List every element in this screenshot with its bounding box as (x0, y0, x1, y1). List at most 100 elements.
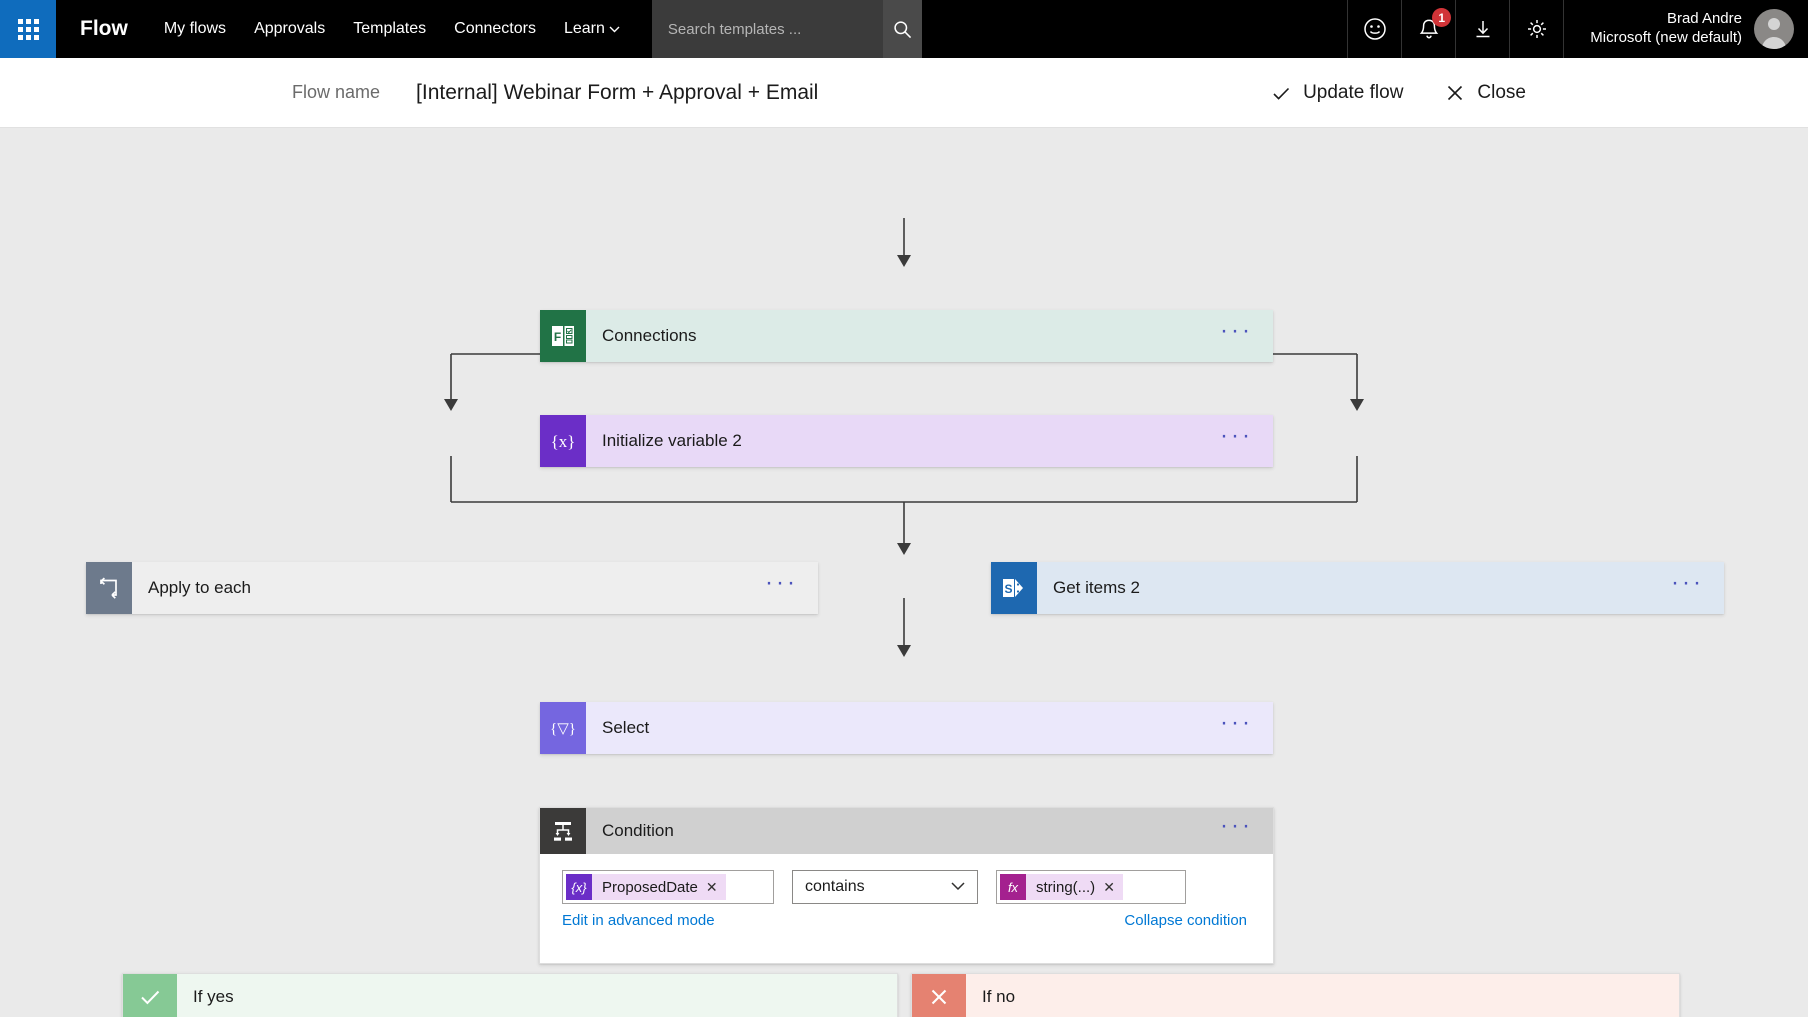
condition-left-operand[interactable]: {x} ProposedDate ✕ (562, 870, 774, 904)
node-title: Select (602, 718, 650, 737)
condition-control-icon (540, 808, 586, 854)
search-button[interactable] (882, 0, 922, 58)
data-operation-select-icon: {▽} (540, 702, 586, 754)
node-menu-button[interactable]: ··· (1220, 812, 1253, 839)
node-select[interactable]: {▽} Select ··· (540, 702, 1273, 754)
loop-apply-to-each-icon (86, 562, 132, 614)
condition-expression-row: {x} ProposedDate ✕ contains fx string(..… (540, 854, 1273, 904)
svg-text:S: S (1004, 582, 1012, 596)
nav-item-my-flows[interactable]: My flows (150, 0, 240, 58)
operator-value: contains (805, 878, 865, 895)
check-icon (1271, 83, 1291, 103)
if-yes-header: If yes (123, 974, 897, 1017)
flow-name-value[interactable]: [Internal] Webinar Form + Approval + Ema… (416, 80, 819, 104)
node-select-body: Select ··· (586, 702, 1273, 754)
variable-braces-x-icon: {x} (540, 415, 586, 467)
node-menu-button[interactable]: ··· (1220, 422, 1253, 449)
node-title: Connections (602, 326, 697, 345)
chevron-down-icon (609, 24, 620, 36)
flow-name-label: Flow name (292, 82, 381, 102)
user-account-menu[interactable]: Brad Andre Microsoft (new default) (1563, 0, 1808, 58)
avatar (1754, 9, 1794, 49)
close-icon (1445, 83, 1465, 103)
branch-if-no[interactable]: If no Start an approval ··· (911, 973, 1680, 1017)
nav-label: Approvals (254, 20, 326, 37)
node-title: Condition (602, 821, 674, 840)
node-menu-button[interactable]: ··· (1220, 709, 1253, 736)
download-button[interactable] (1455, 0, 1509, 58)
flow-designer-canvas[interactable]: F Connections ··· {x} Initialize variabl… (0, 128, 1808, 1017)
cross-icon (912, 974, 966, 1017)
user-avatar-icon (1762, 18, 1786, 49)
node-initialize-variable[interactable]: {x} Initialize variable 2 ··· (540, 415, 1273, 467)
nav-action-icons: 1 (1347, 0, 1563, 58)
download-icon (1476, 21, 1490, 38)
user-info: Brad Andre Microsoft (new default) (1590, 10, 1742, 48)
node-menu-button[interactable]: ··· (765, 569, 798, 596)
sharepoint-icon: S (991, 562, 1037, 614)
app-launcher-button[interactable] (0, 0, 56, 58)
branch-if-yes[interactable]: If yes O Send an email ··· (122, 973, 898, 1017)
nav-item-approvals[interactable]: Approvals (240, 0, 339, 58)
template-search (651, 0, 922, 58)
node-get-items[interactable]: S Get items 2 ··· (991, 562, 1724, 614)
node-connections-body: Connections ··· (586, 310, 1273, 362)
svg-text:F: F (554, 330, 561, 344)
user-tenant: Microsoft (new default) (1590, 29, 1742, 46)
nav-item-learn[interactable]: Learn (550, 0, 634, 58)
node-apply-to-each[interactable]: Apply to each ··· (86, 562, 818, 614)
nav-item-templates[interactable]: Templates (339, 0, 440, 58)
chevron-down-icon (951, 878, 965, 896)
nav-spacer (922, 0, 1347, 58)
nav-label: My flows (163, 20, 227, 37)
svg-text:{x}: {x} (551, 432, 576, 451)
condition-header[interactable]: Condition ··· (540, 808, 1273, 854)
search-icon (894, 20, 912, 38)
node-connections[interactable]: F Connections ··· (540, 310, 1273, 362)
user-name: Brad Andre (1666, 10, 1742, 28)
node-menu-button[interactable]: ··· (1671, 569, 1704, 596)
node-get-items-body: Get items 2 ··· (1037, 562, 1724, 614)
nav-item-connectors[interactable]: Connectors (440, 0, 550, 58)
collapse-condition-link[interactable]: Collapse condition (1124, 912, 1247, 929)
top-navigation-bar: Flow My flows Approvals Templates Connec… (0, 0, 1808, 58)
node-apply-to-each-body: Apply to each ··· (132, 562, 818, 614)
if-yes-body: If yes (177, 974, 897, 1017)
condition-links-row: Edit in advanced mode Collapse condition (540, 904, 1273, 929)
token-remove-icon[interactable]: ✕ (1103, 878, 1115, 895)
close-button[interactable]: Close (1445, 82, 1526, 104)
condition-header-body: Condition ··· (586, 808, 1273, 854)
token-pill-string-function[interactable]: fx string(...) ✕ (1000, 874, 1123, 900)
check-icon (123, 974, 177, 1017)
token-label: ProposedDate (602, 878, 698, 896)
condition-operator-select[interactable]: contains (792, 870, 978, 904)
nav-label: Connectors (454, 20, 536, 37)
update-flow-label: Update flow (1303, 81, 1404, 103)
feedback-button[interactable] (1347, 0, 1401, 58)
search-input[interactable] (651, 20, 883, 38)
node-menu-button[interactable]: ··· (1220, 317, 1253, 344)
node-title: Initialize variable 2 (602, 431, 742, 450)
nav-label: Learn (563, 20, 605, 37)
close-label: Close (1477, 81, 1526, 103)
settings-button[interactable] (1509, 0, 1563, 58)
notification-count-badge: 1 (1432, 8, 1452, 27)
smiley-feedback-icon (1364, 18, 1386, 40)
if-no-header: If no (912, 974, 1679, 1017)
nav-label: Templates (353, 20, 427, 37)
notifications-button[interactable]: 1 (1401, 0, 1455, 58)
condition-right-operand[interactable]: fx string(...) ✕ (996, 870, 1186, 904)
function-fx-icon: fx (1000, 874, 1026, 900)
svg-text:{▽}: {▽} (550, 721, 576, 737)
branch-title: If no (982, 987, 1016, 1006)
update-flow-button[interactable]: Update flow (1271, 82, 1403, 104)
settings-gear-icon (1527, 20, 1546, 38)
branch-title: If yes (193, 987, 234, 1006)
token-pill-proposed-date[interactable]: {x} ProposedDate ✕ (566, 874, 726, 900)
if-no-body: If no (966, 974, 1679, 1017)
edit-advanced-mode-link[interactable]: Edit in advanced mode (562, 912, 715, 929)
token-remove-icon[interactable]: ✕ (705, 878, 718, 895)
brand-flow-label[interactable]: Flow (80, 17, 128, 40)
token-label: string(...) (1036, 878, 1096, 896)
node-condition[interactable]: Condition ··· {x} ProposedDate ✕ contain… (539, 807, 1274, 964)
